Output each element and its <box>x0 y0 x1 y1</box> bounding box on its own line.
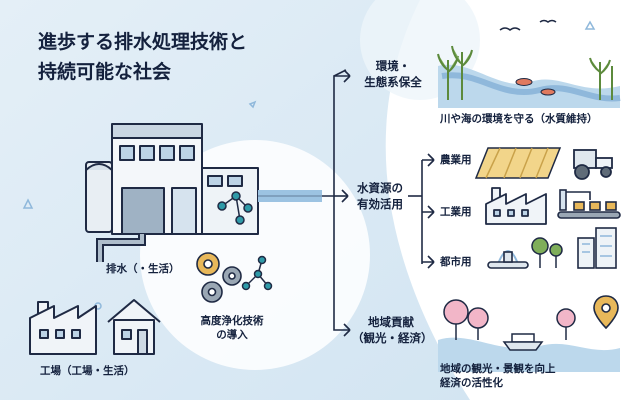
water-label-line-2: 有効活用 <box>357 197 403 211</box>
conveyor-icon <box>557 189 621 219</box>
factory-icon <box>29 301 97 355</box>
region-label-line-2: （観光・経済） <box>352 331 433 345</box>
fountain-icon <box>487 250 529 269</box>
region-label-line-1: 地域貢献 <box>368 315 414 329</box>
branch-connectors <box>322 69 435 337</box>
factory-label: 工場（工場・生活） <box>40 365 135 377</box>
urban-label: 都市用 <box>440 256 472 268</box>
network-icon <box>241 255 273 291</box>
treatment-plant-icon <box>85 123 259 235</box>
env-label-line-1: 環境・ <box>375 59 411 73</box>
agri-label: 農業用 <box>440 154 472 166</box>
drain-label: 排水（・生活） <box>106 263 180 275</box>
city-buildings-icon <box>577 227 617 269</box>
river-ecosystem-scene <box>437 19 621 108</box>
gear-icon <box>196 252 242 303</box>
tech-label-line-2: の導入 <box>216 329 248 341</box>
regional-scene <box>438 295 620 372</box>
house-icon <box>107 299 161 355</box>
water-label-line-1: 水資源の <box>357 181 403 195</box>
region-caption-line-2: 経済の活性化 <box>440 377 503 389</box>
tech-label-line-1: 高度浄化技術 <box>200 315 264 327</box>
boat-icon <box>502 333 544 351</box>
tractor-icon <box>573 149 613 180</box>
drain-pipe-inner <box>98 234 144 262</box>
park-trees-icon <box>531 237 563 268</box>
region-caption-line-1: 地域の観光・景観を向上 <box>440 363 556 375</box>
env-label-line-2: 生態系保全 <box>364 75 422 89</box>
title-line-2: 持続可能な社会 <box>38 61 172 83</box>
location-pin-icon <box>593 295 619 330</box>
farmland-icon <box>474 147 562 179</box>
title-line-1: 進歩する排水処理技術と <box>38 31 248 53</box>
industrial-factory-icon <box>485 187 547 225</box>
industry-label: 工業用 <box>440 206 472 218</box>
env-caption: 川や海の環境を守る（水質維持） <box>440 113 598 125</box>
